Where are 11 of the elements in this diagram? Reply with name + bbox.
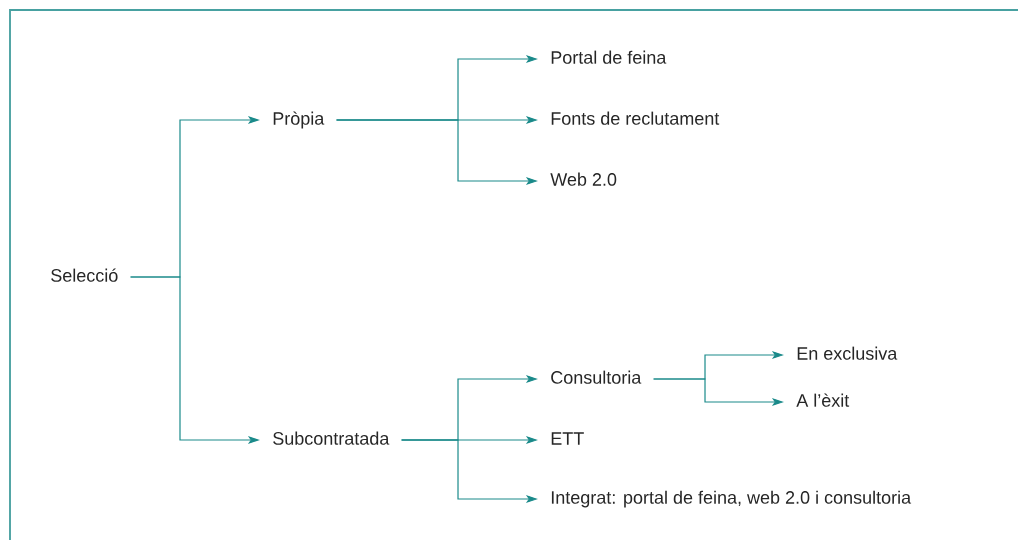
node-label: Web 2.0	[550, 172, 617, 186]
node-label: Pròpia	[273, 111, 325, 129]
node-label: A l’èxit	[796, 393, 850, 407]
node-label: Consultoria	[551, 370, 642, 384]
node-label: Fonts de reclutament	[551, 111, 720, 125]
node-label: ETT	[551, 432, 584, 445]
node-label: Portal de feina	[551, 50, 667, 64]
node-label: En exclusiva	[797, 346, 898, 360]
node-label: Selecció	[51, 268, 118, 282]
node-label: Integrat: portal de feina, web 2.0 i consultoria	[551, 490, 912, 508]
node-label: Subcontratada	[273, 431, 390, 445]
